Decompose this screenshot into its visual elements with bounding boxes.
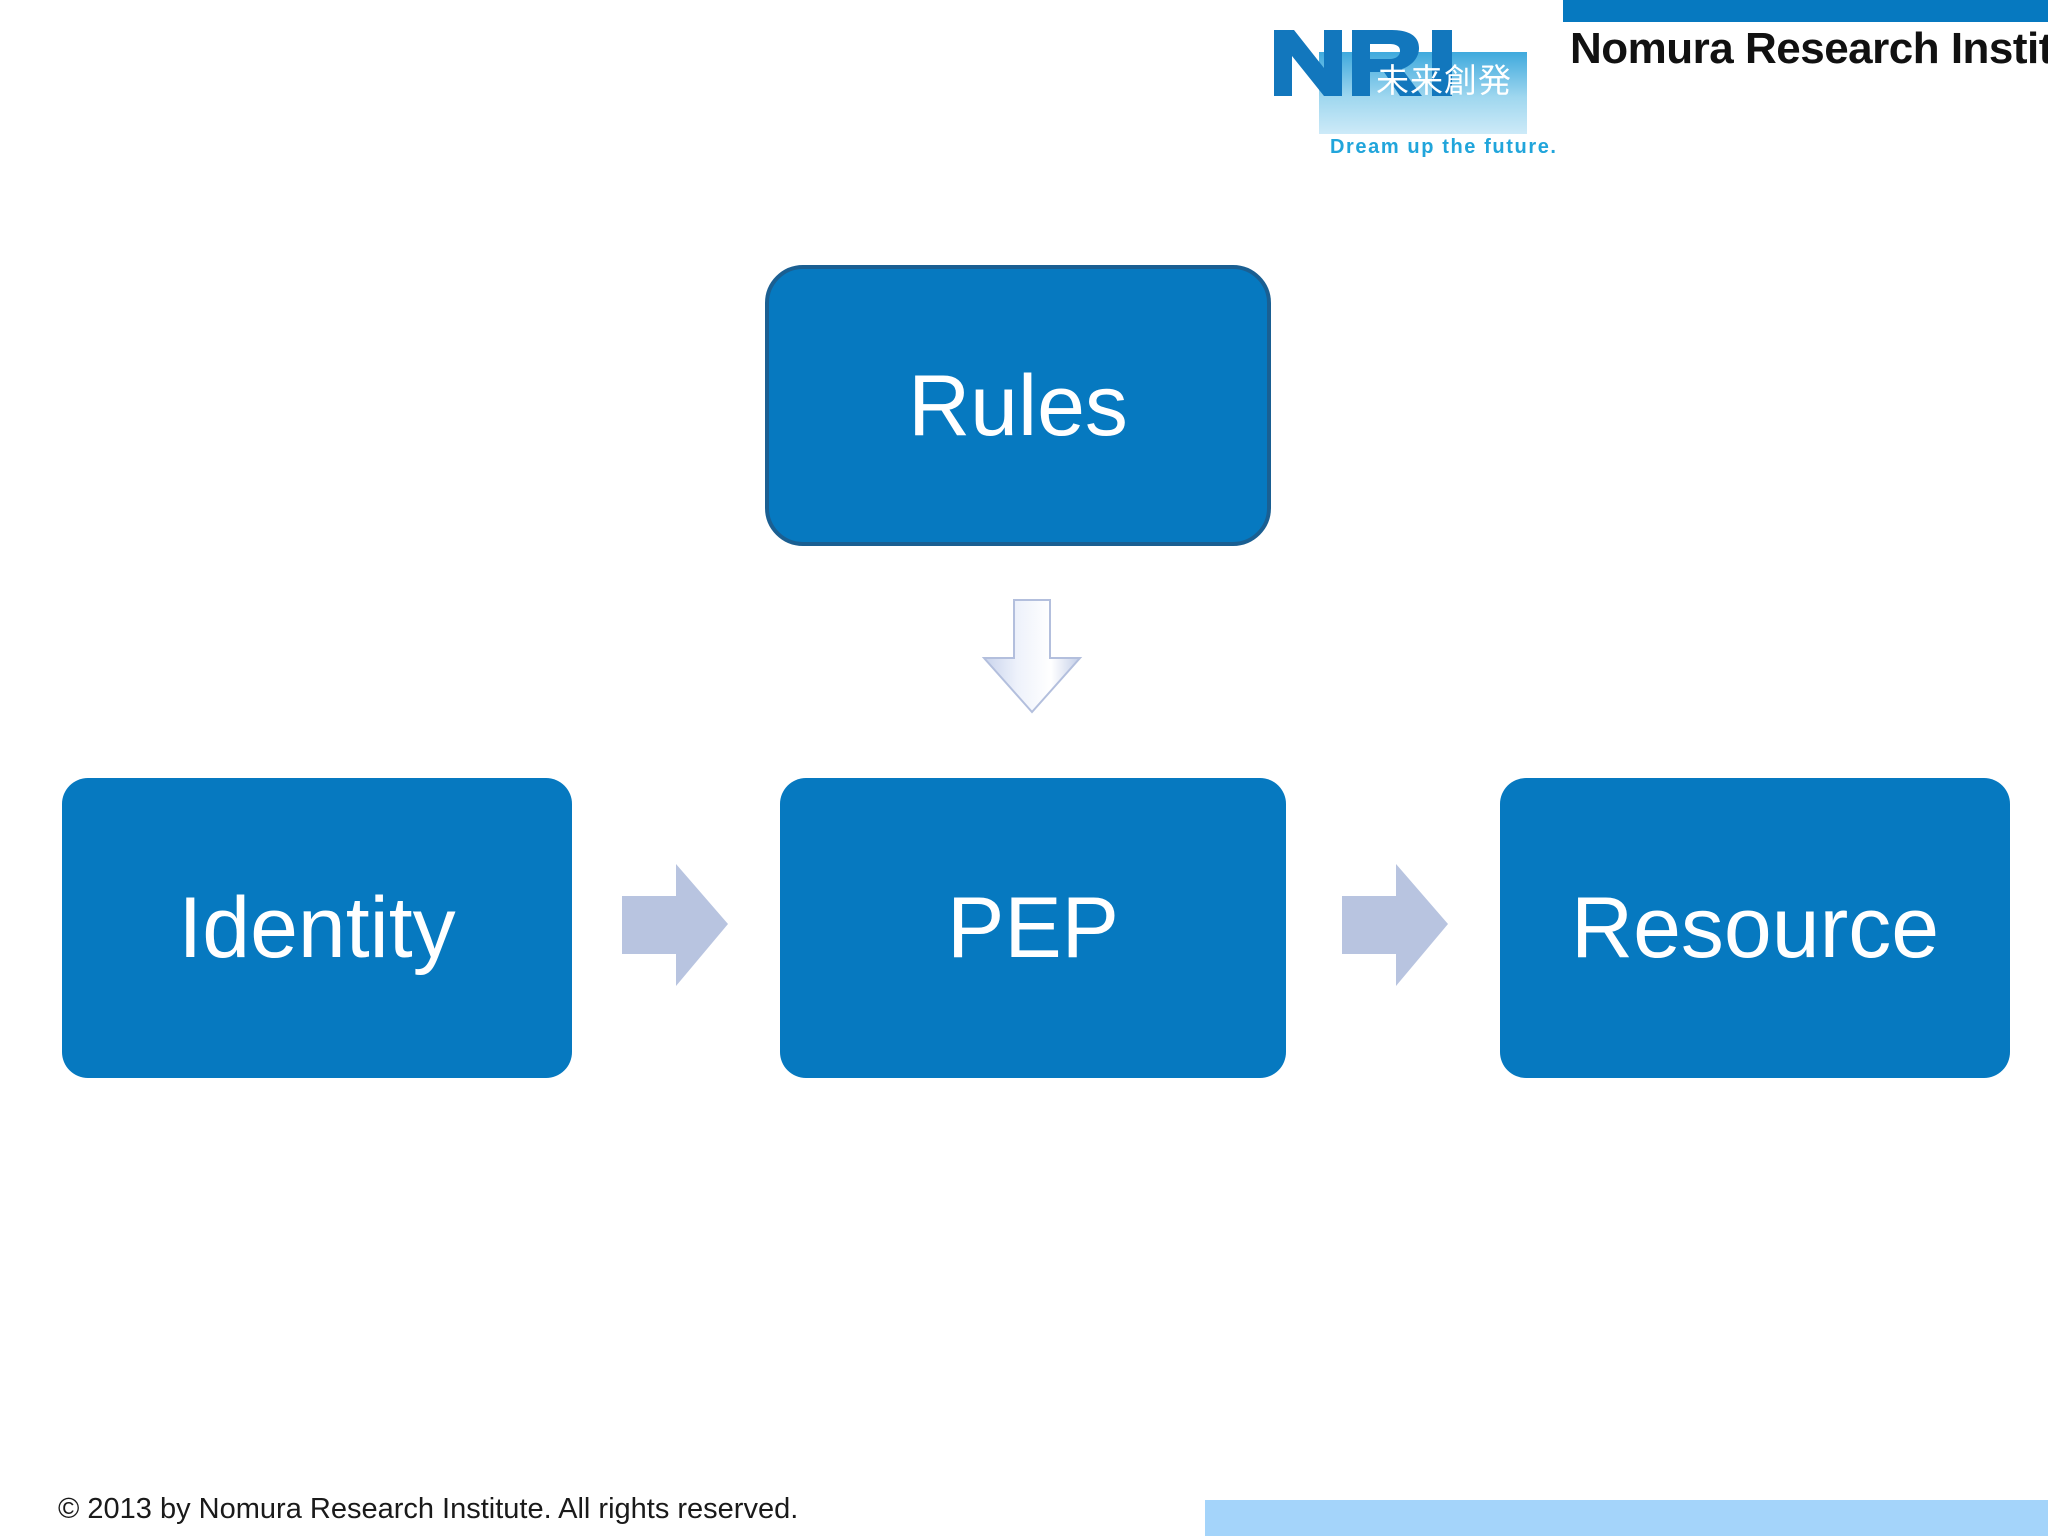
- diagram-node-resource: Resource: [1500, 778, 2010, 1078]
- arrow-down-icon: [981, 599, 1083, 714]
- arrow-right-icon: [622, 864, 728, 986]
- brand-title: Nomura Research Institute: [1570, 24, 2048, 73]
- copyright-notice: © 2013 by Nomura Research Institute. All…: [58, 1493, 799, 1525]
- arrow-right-icon: [1342, 864, 1448, 986]
- nri-logo: 未来創発 Dream up the future.: [1272, 22, 1568, 174]
- diagram-node-pep: PEP: [780, 778, 1286, 1078]
- logo-kanji: 未来創発: [1376, 61, 1512, 100]
- footer-accent-bar: [1205, 1500, 2048, 1536]
- top-accent-bar: [1563, 0, 2048, 22]
- diagram-node-identity: Identity: [62, 778, 572, 1078]
- nri-wordmark-icon: [1274, 30, 1452, 96]
- logo-tagline: Dream up the future.: [1330, 136, 1558, 158]
- diagram-node-rules: Rules: [765, 265, 1271, 546]
